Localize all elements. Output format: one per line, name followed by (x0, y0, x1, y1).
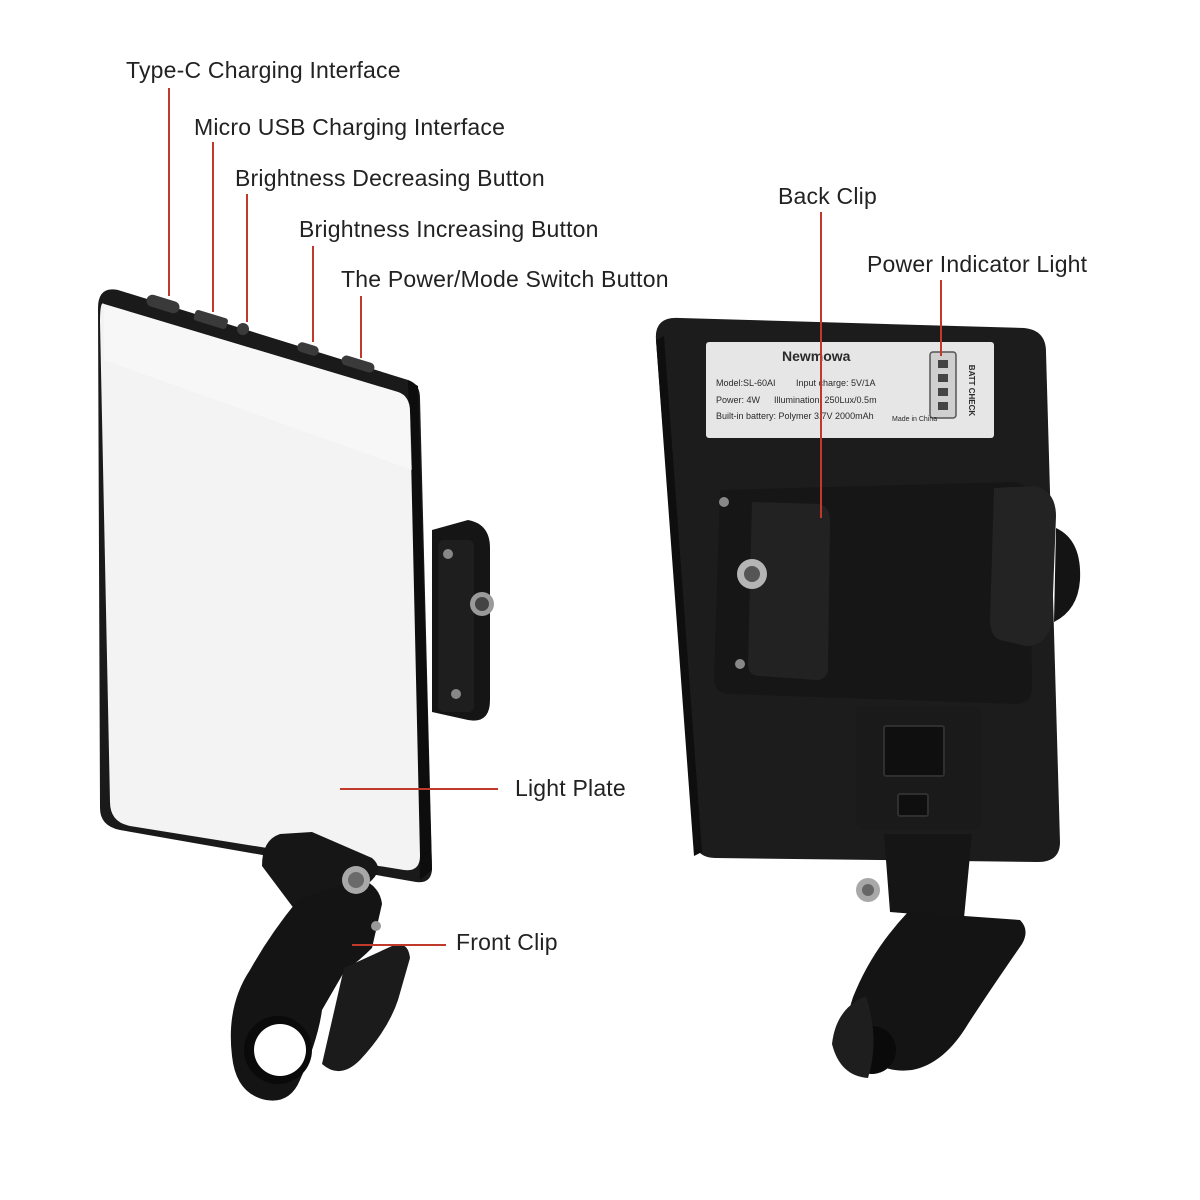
back-clip-shape (714, 482, 1081, 704)
callout-brightness-down: Brightness Decreasing Button (235, 165, 545, 191)
leader-brightness-up (312, 246, 314, 342)
callout-brightness-up: Brightness Increasing Button (299, 216, 599, 242)
leader-power-indicator (940, 280, 942, 356)
spec-model: Model:SL-60AI (716, 378, 776, 388)
callout-front-clip: Front Clip (456, 929, 558, 955)
leader-micro-usb (212, 142, 214, 312)
callout-back-clip: Back Clip (778, 183, 877, 209)
back-bottom-clip (832, 834, 1026, 1078)
callout-light-plate: Light Plate (515, 775, 626, 801)
spec-battery: Built-in battery: Polymer 3.7V 2000mAh (716, 411, 874, 421)
light-plate-surface (100, 303, 420, 871)
spec-brand: Newmowa (782, 348, 851, 364)
leader-light-plate (340, 788, 498, 790)
leader-type-c (168, 88, 170, 296)
hinge-plate (856, 706, 982, 830)
callout-micro-usb: Micro USB Charging Interface (194, 114, 506, 140)
leader-power-mode (360, 296, 362, 358)
front-clip-shape (230, 832, 410, 1101)
spec-illumination: Illumination: 250Lux/0.5m (774, 395, 877, 405)
leader-front-clip (352, 944, 446, 946)
spec-made-in: Made in China (892, 416, 938, 423)
callout-power-mode: The Power/Mode Switch Button (341, 266, 669, 292)
callout-type-c: Type-C Charging Interface (126, 57, 401, 83)
power-indicator-light (929, 351, 957, 419)
spec-power: Power: 4W (716, 395, 761, 405)
leader-brightness-down (246, 194, 248, 322)
leader-back-clip (820, 212, 822, 518)
spec-sticker (706, 342, 994, 438)
callout-power-indicator: Power Indicator Light (867, 251, 1088, 277)
side-mount-bracket (432, 520, 494, 721)
top-ports (146, 294, 375, 373)
spec-input: Input charge: 5V/1A (796, 378, 876, 388)
spec-batt-check: BATT CHECK (967, 364, 977, 417)
